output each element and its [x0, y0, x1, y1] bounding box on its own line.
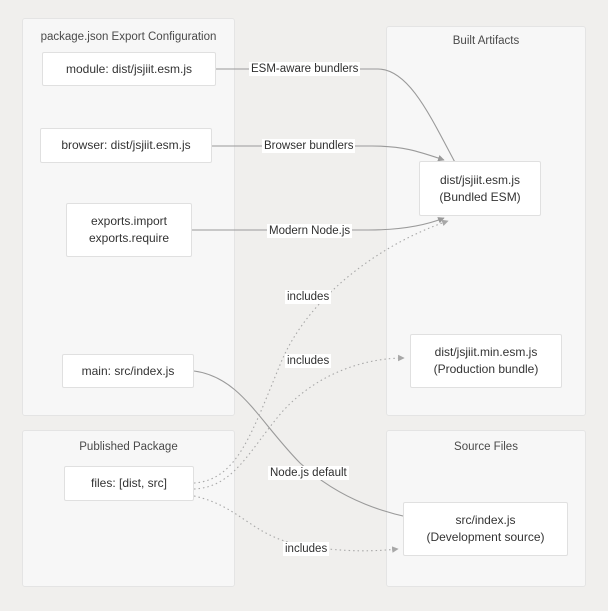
node-bundled-esm-label-2: (Bundled ESM) [439, 189, 521, 204]
node-exports-label-2: exports.require [88, 231, 170, 245]
node-min-esm[interactable]: dist/jsjiit.min.esm.js (Production bundl… [410, 334, 562, 388]
node-bundled-esm-label-1: dist/jsjiit.esm.js [439, 172, 520, 187]
node-src-index-label-1: src/index.js [455, 513, 516, 527]
node-src-index-label-2: (Development source) [426, 530, 545, 544]
edge-files-to-min-esm [193, 354, 405, 490]
node-browser[interactable]: browser: dist/jsjiit.esm.js [40, 128, 212, 163]
node-exports-label-1: exports.import [90, 214, 168, 228]
edge-exports-to-bundled-esm [192, 217, 445, 231]
node-module[interactable]: module: dist/jsjiit.esm.js [42, 52, 216, 86]
edge-label-includes-min-esm: includes [285, 354, 332, 368]
edge-main-to-src-index [193, 370, 438, 525]
edge-label-includes-src-index: includes [283, 542, 330, 556]
node-min-esm-label-2: (Production bundle) [433, 362, 539, 376]
edge-label-includes-bundled-esm: includes [285, 290, 332, 304]
edge-label-nodejs-default: Node.js default [268, 466, 349, 480]
cluster-title-line-1: package.json Export [40, 31, 145, 43]
cluster-title-published-package: Published Package [79, 441, 178, 453]
edge-files-to-bundled-esm [193, 219, 449, 484]
cluster-published-package: Published Package [22, 430, 235, 587]
node-files-label: files: [dist, src] [90, 476, 167, 490]
node-files[interactable]: files: [dist, src] [64, 466, 194, 501]
node-main[interactable]: main: src/index.js [62, 354, 194, 388]
cluster-title-package-json: package.json Export Configuration [23, 29, 234, 45]
node-bundled-esm[interactable]: dist/jsjiit.esm.js (Bundled ESM) [419, 161, 541, 216]
node-src-index[interactable]: src/index.js (Development source) [403, 502, 568, 556]
cluster-title-built-artifacts: Built Artifacts [452, 35, 520, 47]
node-exports[interactable]: exports.import exports.require [66, 203, 192, 257]
edge-module-to-bundled-esm [216, 68, 459, 169]
cluster-title-line-2: Configuration [148, 31, 217, 43]
edge-label-modern-nodejs: Modern Node.js [267, 224, 353, 238]
edge-label-browser-bundlers: Browser bundlers [262, 139, 356, 153]
edge-label-esm-aware-bundlers: ESM-aware bundlers [249, 62, 361, 76]
node-min-esm-label-1: dist/jsjiit.min.esm.js [434, 345, 538, 359]
cluster-title-source-files: Source Files [454, 441, 518, 453]
node-main-label: main: src/index.js [81, 363, 175, 378]
node-module-label: module: dist/jsjiit.esm.js [65, 61, 193, 76]
edge-browser-to-bundled-esm [212, 145, 445, 162]
node-browser-label: browser: dist/jsjiit.esm.js [61, 138, 191, 152]
